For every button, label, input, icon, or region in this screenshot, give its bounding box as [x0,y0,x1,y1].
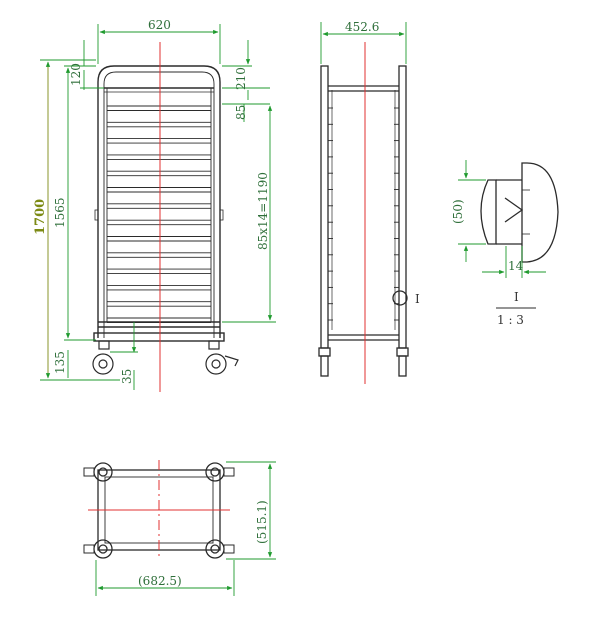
front-shelf-gap-label: 85 [234,105,248,120]
front-frame-height-label: 1565 [53,197,67,228]
side-view [318,65,409,377]
detail-title: I [514,290,519,304]
top-dimensions [95,461,276,596]
top-depth-label: (515.1) [255,500,269,544]
front-shelf-span-label: 85x14=1190 [256,172,270,250]
front-bottom-label: 135 [53,351,67,374]
front-overall-height-label: 1700 [33,199,48,235]
front-frame-inner [103,71,215,338]
side-detail-marker: I [415,292,420,306]
detail-left-cap [480,179,497,245]
front-caster-label: 35 [120,369,134,384]
side-depth-label: 452.6 [345,20,379,34]
front-frame-outer [97,65,221,338]
front-top-arc-label: 120 [69,63,83,86]
detail-view [480,162,559,263]
front-top-offset-label: 210 [234,67,248,90]
side-runners [328,107,399,321]
front-shelves [107,105,211,323]
front-dimensions [40,24,276,390]
side-dimensions [320,22,407,64]
detail-right-cap [521,162,559,263]
front-caster-left [92,340,114,375]
front-width-label: 620 [148,18,171,32]
detail-height-label: (50) [451,199,465,224]
top-width-label: (682.5) [138,574,182,588]
detail-scale: 1 : 3 [497,313,524,327]
front-caster-right [205,340,239,375]
detail-depth-label: 14 [508,259,524,273]
detail-dimensions [458,160,546,278]
